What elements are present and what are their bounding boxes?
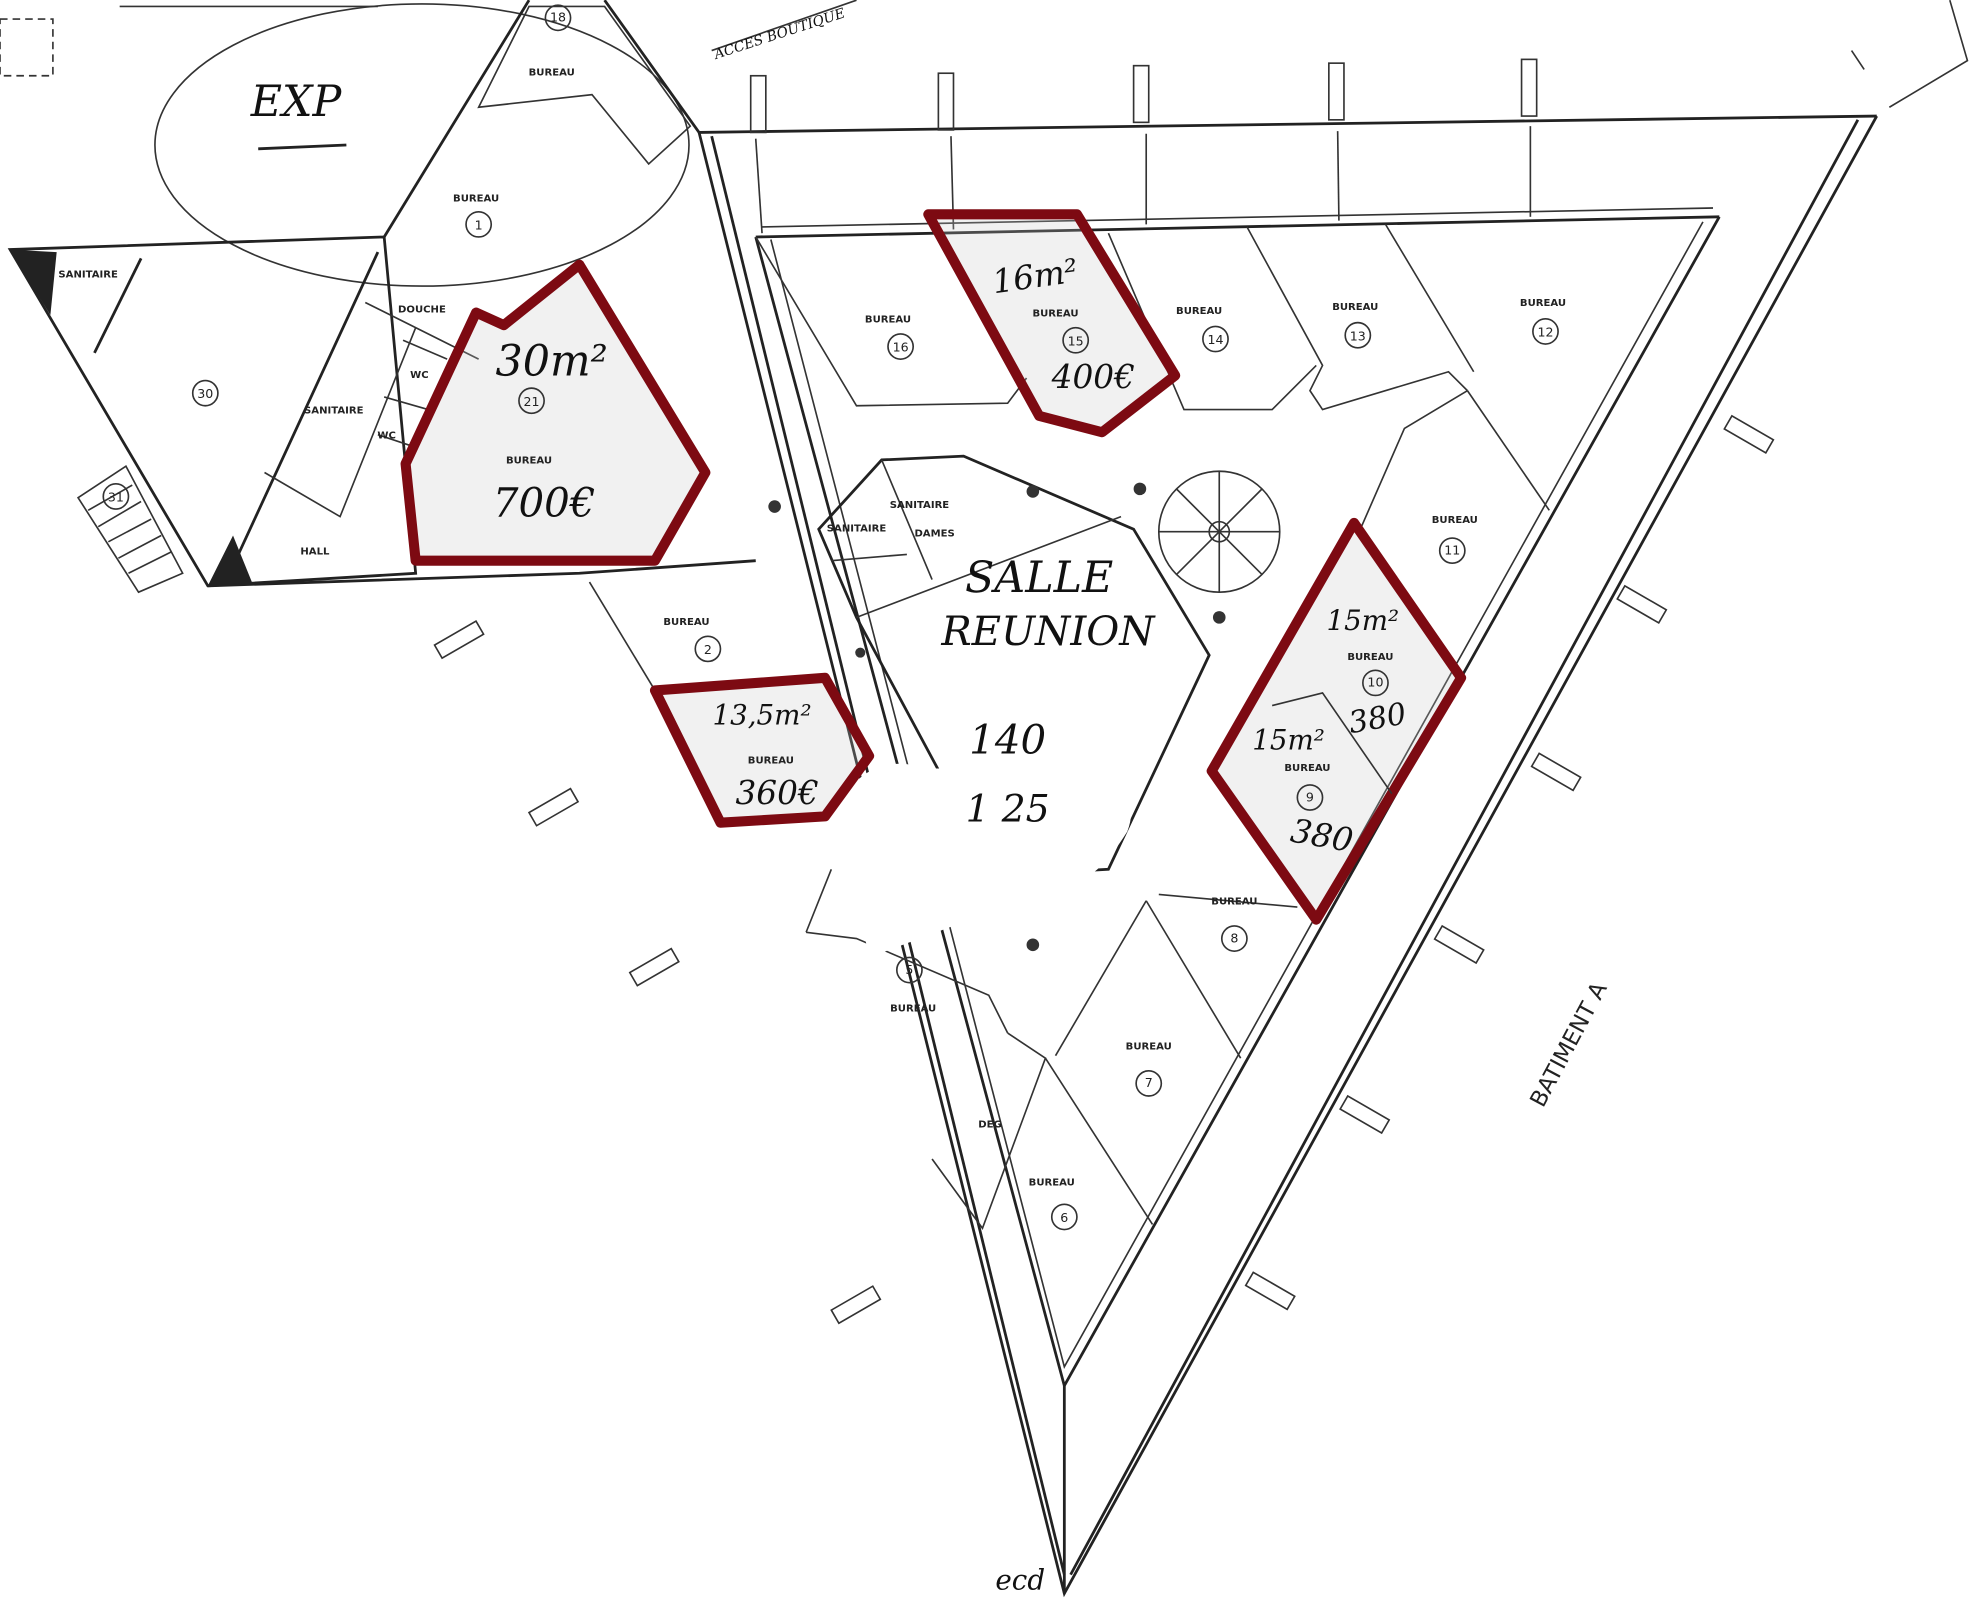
highlight-room-21[interactable] bbox=[400, 259, 711, 566]
room-number: 16 bbox=[893, 340, 909, 355]
partitions bbox=[588, 223, 1550, 1230]
room-21-price: 700€ bbox=[493, 480, 596, 527]
room-9-area: 15m² bbox=[1252, 724, 1325, 757]
highlight-room-9-10[interactable] bbox=[1206, 517, 1467, 925]
room-label: BUREAU bbox=[663, 617, 709, 628]
room-label: BUREAU bbox=[865, 315, 911, 326]
room-number: 15 bbox=[1068, 333, 1084, 348]
room-label: BUREAU bbox=[1176, 306, 1222, 317]
room-label: BUREAU bbox=[1211, 897, 1257, 908]
spiral-stair bbox=[1157, 470, 1281, 593]
highlight-room-3[interactable] bbox=[649, 672, 875, 828]
highlight-room-15[interactable] bbox=[923, 209, 1181, 438]
top-note: ACCES BOUTIQUE bbox=[710, 5, 847, 63]
service-label: WC bbox=[377, 431, 395, 442]
building-label: BATIMENT A bbox=[1525, 978, 1613, 1112]
room-number: 9 bbox=[1306, 789, 1314, 804]
stair-31 bbox=[76, 465, 184, 594]
room-label: BUREAU bbox=[1520, 298, 1566, 309]
service-label: DEG bbox=[978, 1119, 1002, 1130]
room-number: 18 bbox=[550, 10, 566, 25]
room-number: 5 bbox=[905, 962, 913, 977]
room-label: BUREAU bbox=[453, 194, 499, 205]
central-room-name-2: REUNION bbox=[940, 608, 1156, 655]
room-label: BUREAU bbox=[1126, 1041, 1172, 1052]
room-label: BUREAU bbox=[1284, 763, 1330, 774]
room-number: 7 bbox=[1145, 1075, 1153, 1090]
room-number: 11 bbox=[1444, 542, 1460, 557]
service-label: SANITAIRE bbox=[890, 500, 950, 511]
number-circles bbox=[102, 4, 1559, 1231]
central-room-price: 1 25 bbox=[966, 786, 1050, 830]
room-10-area: 15m² bbox=[1327, 604, 1400, 637]
room-number: 14 bbox=[1207, 332, 1223, 347]
room-number: 10 bbox=[1367, 675, 1383, 690]
bottom-note: ecd bbox=[995, 1564, 1045, 1597]
room-number: 2 bbox=[704, 642, 712, 657]
room-number: 8 bbox=[1230, 930, 1238, 945]
room-number: 1 bbox=[475, 217, 483, 232]
room-label: BUREAU bbox=[1347, 652, 1393, 663]
central-room-area: 140 bbox=[969, 716, 1046, 763]
room-15-price: 400€ bbox=[1051, 358, 1135, 396]
service-label: SANITAIRE bbox=[304, 405, 364, 416]
room-label: BUREAU bbox=[748, 755, 794, 766]
room-3-area: 13,5m² bbox=[713, 698, 812, 731]
room-21-area: 30m² bbox=[496, 337, 608, 387]
room-label: BUREAU bbox=[1332, 302, 1378, 313]
room-number: 21 bbox=[524, 394, 540, 409]
room-label: BUREAU bbox=[1032, 308, 1078, 319]
service-label: SANITAIRE bbox=[827, 524, 887, 535]
circle-note: EXP bbox=[250, 77, 343, 127]
room-number: 13 bbox=[1350, 328, 1366, 343]
room-label: BUREAU bbox=[506, 456, 552, 467]
service-label: SANITAIRE bbox=[58, 269, 118, 280]
service-label: DOUCHE bbox=[398, 305, 446, 316]
service-label: DAMES bbox=[914, 529, 954, 540]
room-label: BUREAU bbox=[1432, 515, 1478, 526]
service-label: WC bbox=[410, 370, 428, 381]
room-number: 12 bbox=[1537, 324, 1553, 339]
service-label: HALL bbox=[300, 546, 330, 557]
redaction-area bbox=[837, 763, 1132, 958]
room-label: BUREAU bbox=[890, 1004, 936, 1015]
room-number: 31 bbox=[108, 489, 124, 504]
top-corridor bbox=[699, 58, 1877, 239]
top-structure bbox=[0, 0, 1969, 287]
central-room-name-1: SALLE bbox=[965, 553, 1113, 603]
room-3-price: 360€ bbox=[735, 774, 818, 812]
room-number: 30 bbox=[197, 386, 213, 401]
window-stubs bbox=[433, 414, 1775, 1325]
room-label: BUREAU bbox=[529, 68, 575, 79]
room-labels: BUREAU 1 BUREAU 2 BUREAU 5 BUREAU 6 BURE… bbox=[58, 10, 1566, 1225]
left-wing bbox=[7, 235, 756, 594]
room-label: BUREAU bbox=[1029, 1177, 1075, 1188]
central-core bbox=[768, 454, 1281, 952]
room-number: 6 bbox=[1060, 1210, 1068, 1225]
highlights bbox=[400, 209, 1467, 925]
